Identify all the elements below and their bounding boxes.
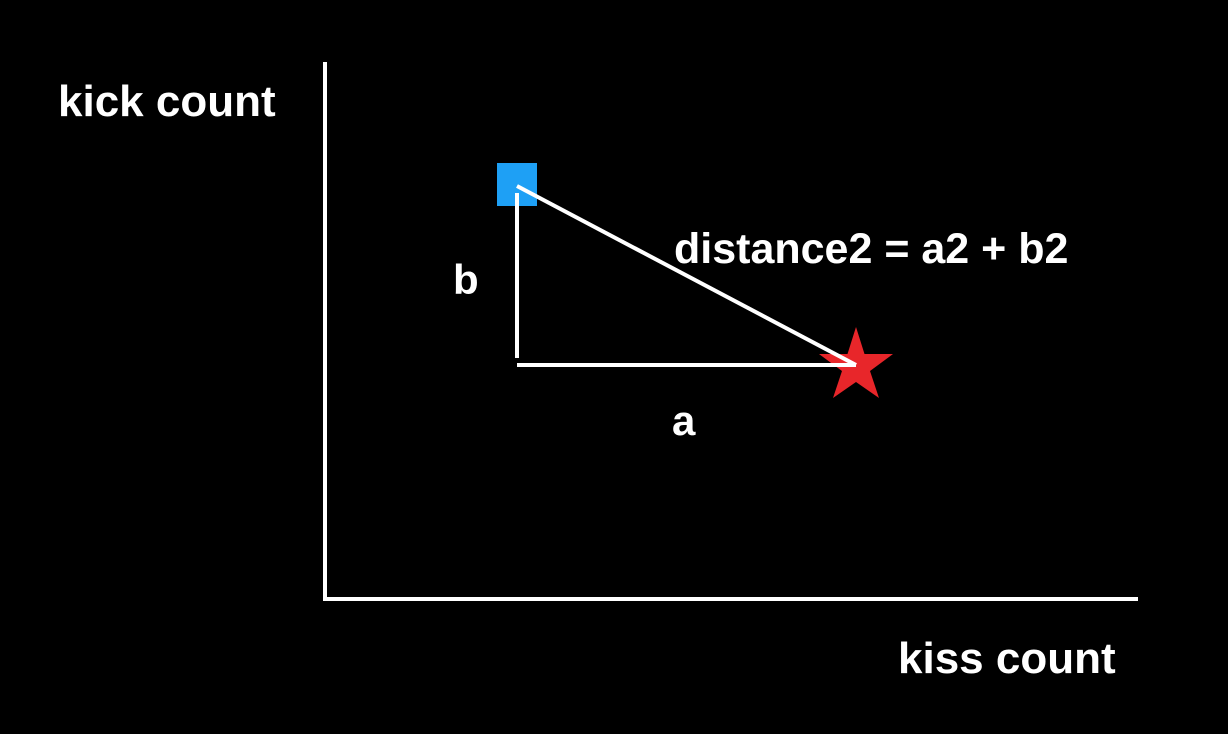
leg-b-label: b	[453, 256, 479, 303]
y-axis-label: kick count	[58, 77, 276, 126]
star-marker	[819, 327, 893, 398]
x-axis-label: kiss count	[898, 634, 1116, 683]
hypotenuse-line	[516, 184, 857, 367]
distance-formula: distance2 = a2 + b2	[674, 225, 1068, 273]
leg-a-label: a	[672, 397, 696, 444]
